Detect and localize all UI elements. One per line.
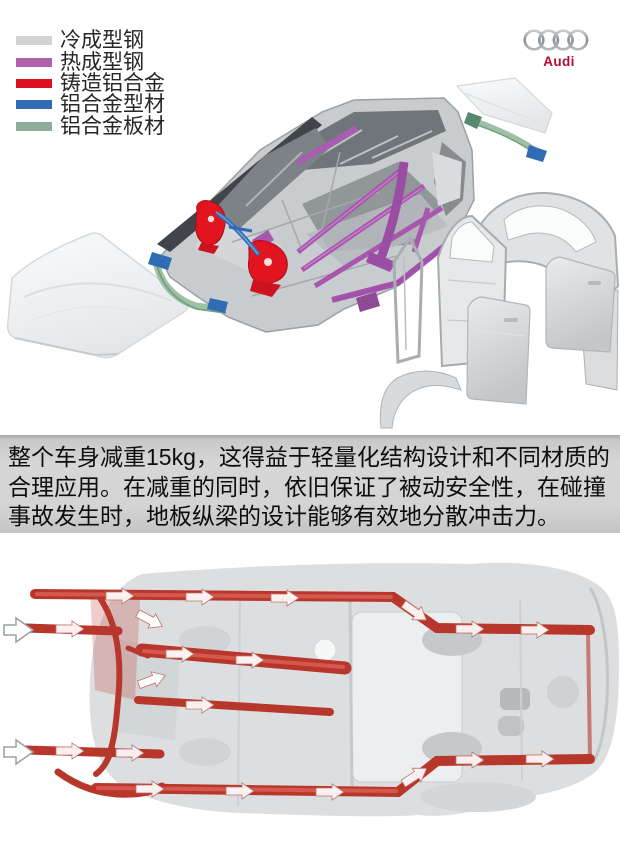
legend-swatch-aluminum-profile	[16, 100, 52, 110]
caption-panel: 整个车身减重15kg，这得益于轻量化结构设计和不同材质的合理应用。在减重的同时，…	[0, 435, 620, 533]
door-panels	[466, 256, 616, 405]
impact-arrows	[3, 616, 35, 766]
legend-swatch-hot-formed-steel	[16, 57, 52, 67]
legend-swatch-cold-formed-steel	[16, 36, 52, 46]
hood-panel	[6, 232, 189, 359]
legend-label: 铝合金型材	[60, 93, 165, 117]
audi-rings-icon	[523, 29, 589, 51]
legend-item: 铝合金板材	[16, 116, 165, 137]
rear-bumper-beam	[464, 112, 547, 162]
exploded-view-illustration	[6, 77, 620, 429]
aluminum-strut-brace	[215, 211, 261, 257]
exploded-view-figure	[0, 70, 620, 435]
legend-label: 铝合金板材	[60, 114, 165, 138]
material-legend: 冷成型钢 热成型钢 铸造铝合金 铝合金型材 铝合金板材	[16, 30, 165, 137]
legend-item: 热成型钢	[16, 50, 165, 74]
force-arrows	[55, 587, 555, 801]
legend-swatch-aluminum-sheet	[16, 121, 52, 131]
legend-label: 冷成型钢	[60, 29, 144, 53]
front-bumper-beam	[148, 252, 228, 314]
underbody-figure	[0, 558, 620, 822]
audi-logo: Audi	[523, 27, 595, 69]
trunk-lid-panel	[455, 77, 553, 134]
caption-text: 整个车身减重15kg，这得益于轻量化结构设计和不同材质的合理应用。在减重的同时，…	[8, 444, 610, 529]
legend-label: 铸造铝合金	[60, 71, 165, 95]
front-fender-panel	[379, 370, 462, 429]
audi-wordmark: Audi	[543, 54, 575, 69]
legend-item: 铸造铝合金	[16, 73, 165, 94]
legend-item: 冷成型钢	[16, 30, 165, 51]
legend-label: 热成型钢	[60, 50, 144, 74]
legend-swatch-cast-aluminum	[16, 78, 52, 88]
underbody-illustration	[3, 562, 619, 817]
hot-formed-steel-parts	[252, 125, 454, 312]
legend-item: 铝合金型材	[16, 94, 165, 115]
